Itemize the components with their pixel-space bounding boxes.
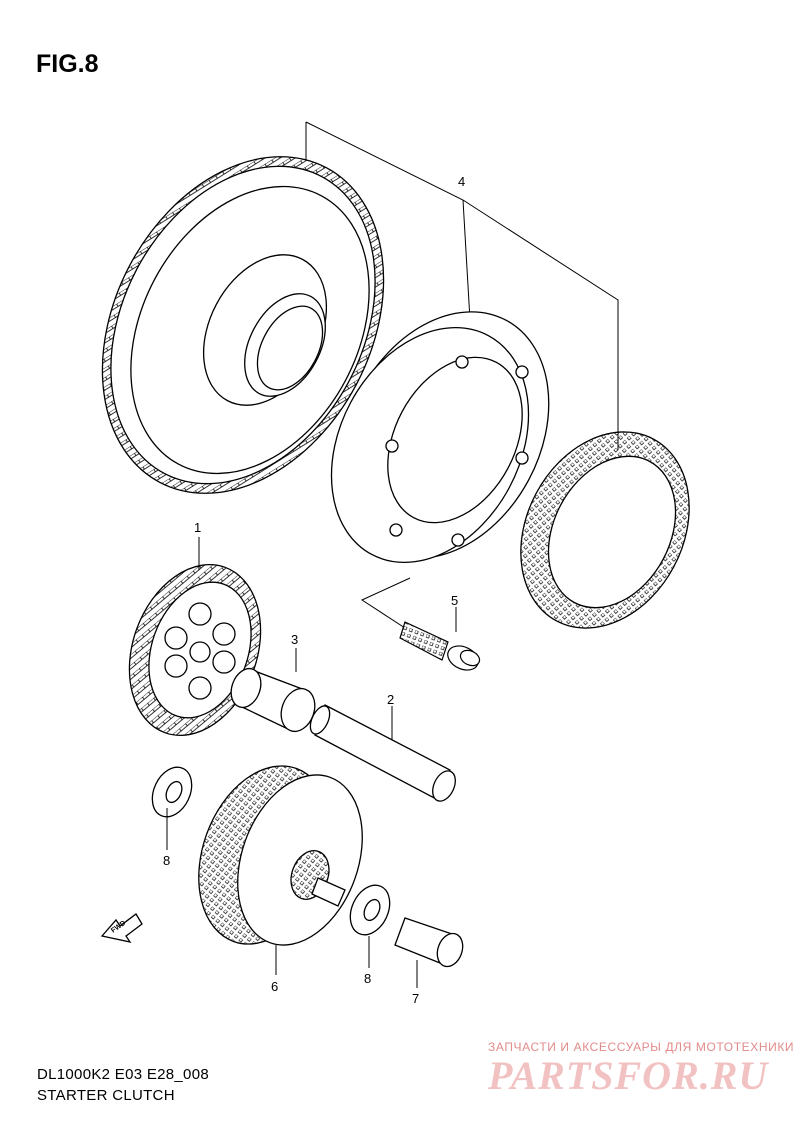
callout-7: 7 [412,991,419,1006]
callout-8-left: 8 [163,853,170,868]
bolt [399,621,481,671]
washer-right [349,884,391,936]
figure-title: FIG.8 [36,50,99,78]
fwd-arrow-icon: FWD [100,913,143,943]
washer-left [151,766,193,818]
callout-6: 6 [271,979,278,994]
callout-4: 4 [458,174,465,189]
bushing [230,667,316,733]
callout-8-right: 8 [364,971,371,986]
model-code: DL1000K2 E03 E28_008 [37,1066,209,1083]
figure-name: STARTER CLUTCH [37,1087,175,1104]
callout-leaders [166,537,457,988]
starter-driven-gear [101,156,385,494]
leader-part-4 [305,121,619,450]
bushing-small [394,917,464,968]
callout-5: 5 [451,593,458,608]
clutch-gear-assembly [198,765,363,946]
callout-1: 1 [194,520,201,535]
callout-3: 3 [291,632,298,647]
watermark-tagline: ЗАПЧАСТИ И АКСЕССУАРЫ ДЛЯ МОТОТЕХНИКИ [488,1040,795,1054]
leader-housing-bolt [360,577,411,629]
idle-gear [128,563,262,737]
one-way-clutch-cage [520,431,690,629]
starter-clutch-housing [330,311,550,564]
callout-2: 2 [387,692,394,707]
watermark-logo: PARTSFOR.RU [488,1053,769,1098]
shaft [309,704,456,802]
